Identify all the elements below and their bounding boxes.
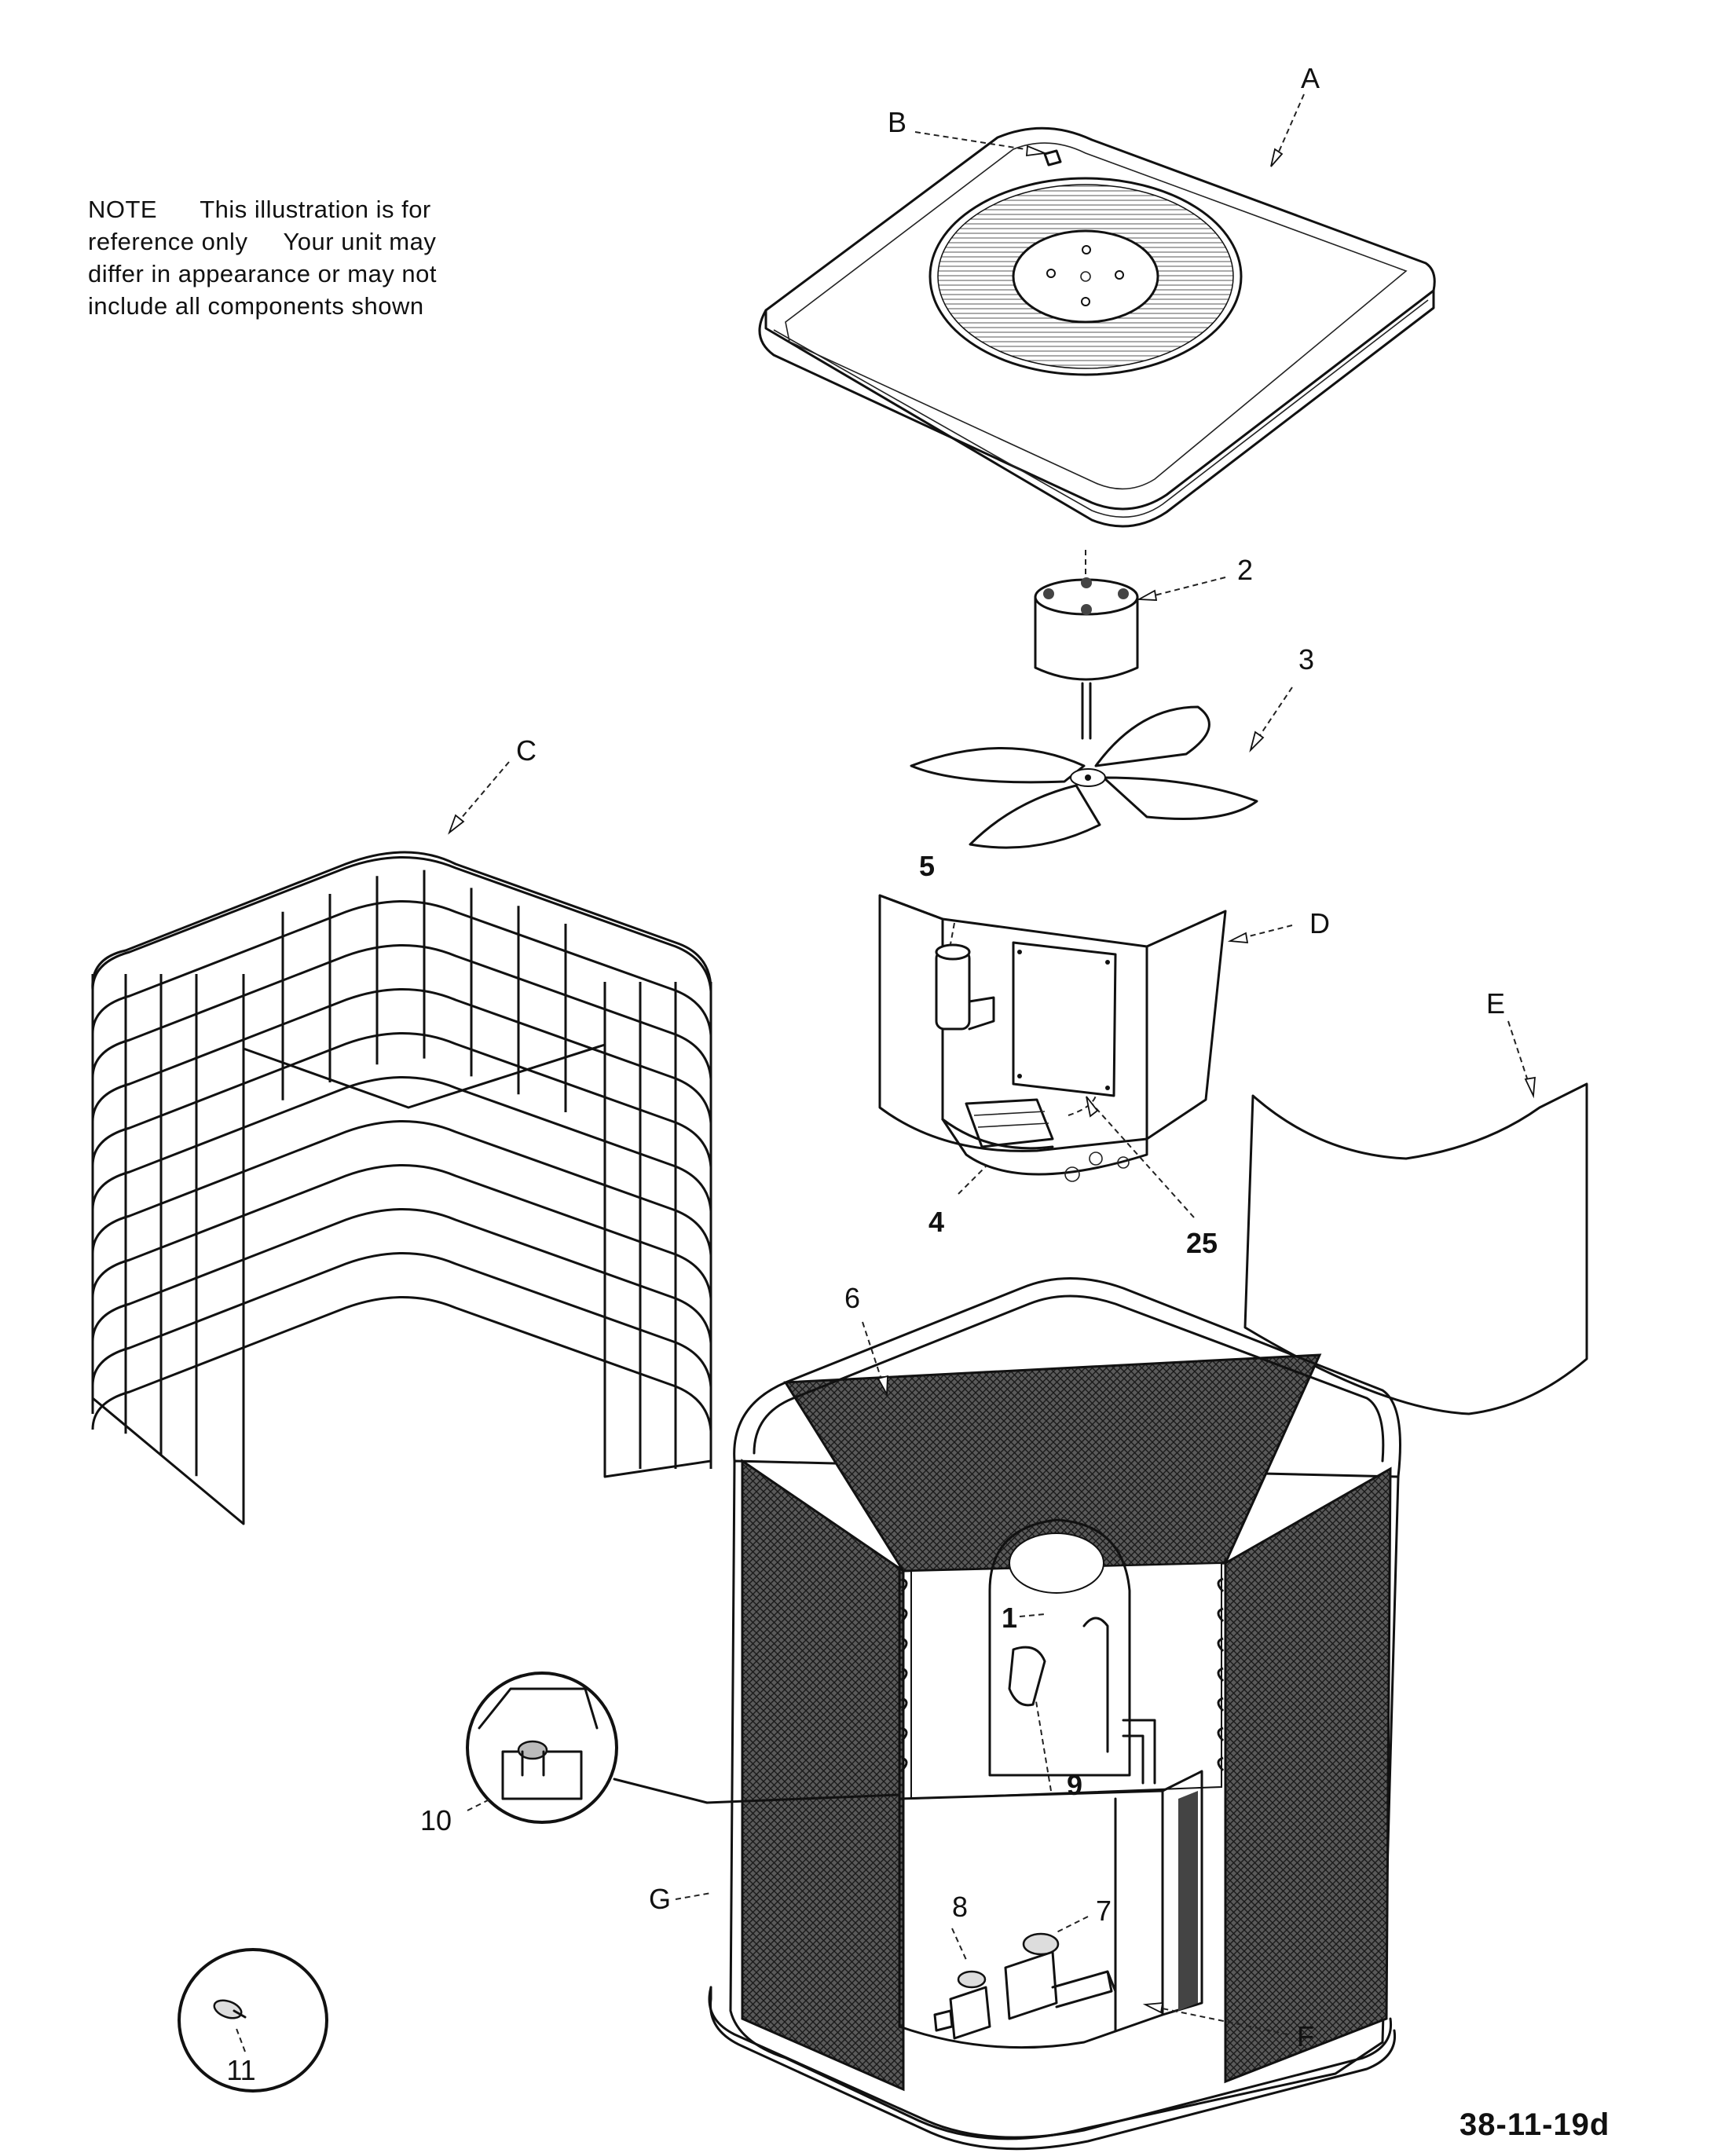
drawing-number: 38-11-19d: [1459, 2107, 1610, 2142]
detail-circle-fitting: [466, 1672, 901, 1824]
guard-wire: [91, 1032, 712, 1168]
wire-guard: [91, 851, 712, 1525]
note-line: NOTE This illustration is for: [88, 196, 431, 223]
callout-1: 1: [1002, 1602, 1017, 1634]
fan-motor: [1034, 577, 1139, 740]
coil-return-bend: [900, 1607, 908, 1623]
callout-C: C: [516, 734, 537, 767]
callout-leaders: [235, 93, 1536, 2052]
top-panel: [758, 126, 1436, 528]
screw: [1043, 149, 1062, 167]
coil-return-bend: [900, 1667, 908, 1682]
callout-8: 8: [952, 1891, 968, 1923]
guard-wire: [91, 1120, 712, 1256]
coil-return-bend: [900, 1577, 908, 1593]
callout-E: E: [1486, 987, 1505, 1020]
callout-9: 9: [1067, 1769, 1082, 1801]
guard-wire: [91, 944, 712, 1080]
coil-return-bend: [1217, 1756, 1225, 1772]
callout-3: 3: [1298, 643, 1314, 676]
callout-6: 6: [844, 1282, 860, 1314]
callout-A: A: [1301, 62, 1320, 94]
coil-return-bend: [1217, 1607, 1225, 1623]
coil-return-bend: [900, 1756, 908, 1772]
coil-return-bend: [900, 1726, 908, 1742]
callout-D: D: [1309, 907, 1330, 939]
callout-F: F: [1297, 2020, 1314, 2052]
callout-25: 25: [1186, 1227, 1218, 1259]
callout-10: 10: [420, 1804, 452, 1836]
callout-11: 11: [226, 2054, 255, 2086]
callout-4: 4: [928, 1206, 944, 1238]
coil-return-bend: [1217, 1726, 1225, 1742]
guard-wire: [91, 1296, 712, 1432]
guard-wire: [91, 1252, 712, 1388]
coil-return-bend: [900, 1697, 908, 1712]
guard-wire: [91, 1208, 712, 1344]
condenser-coil-cabinet: [729, 1277, 1401, 2140]
guard-wire: [91, 988, 712, 1124]
compressor: [988, 1518, 1156, 1785]
coil-return-bend: [1217, 1637, 1225, 1653]
service-panel: [898, 1770, 1203, 2049]
reference-note: NOTE This illustration is for reference …: [88, 193, 528, 322]
callout-7: 7: [1096, 1895, 1112, 1927]
side-panel: [1243, 1082, 1588, 1415]
callout-G: G: [649, 1883, 671, 1915]
detail-circle-drain-plug: [178, 1948, 328, 2093]
coil-return-bend: [1217, 1697, 1225, 1712]
fan-blade: [910, 705, 1258, 849]
base-pan: [708, 1986, 1397, 2151]
coil-return-bend: [1217, 1667, 1225, 1682]
guard-wire: [91, 900, 712, 1036]
control-box: [878, 894, 1227, 1182]
guard-wire: [91, 856, 712, 992]
callout-B: B: [888, 106, 906, 138]
coil-return-bend: [900, 1637, 908, 1653]
callout-labels: A B 2 3 C 5 D E 4 25 6 1 9 10 G 8 7 F 11: [226, 62, 1505, 2086]
note-line: differ in appearance or may not: [88, 260, 438, 287]
guard-wire: [91, 1076, 712, 1212]
fan-grille: [928, 177, 1243, 376]
note-line: include all components shown: [88, 292, 424, 320]
guard-wire: [91, 1164, 712, 1300]
callout-2: 2: [1237, 554, 1253, 586]
liquid-valve: [933, 1970, 991, 2040]
note-line: reference only Your unit may: [88, 228, 437, 255]
callout-5: 5: [919, 850, 935, 882]
suction-valve: [1004, 1932, 1117, 2020]
coil-return-bend: [1217, 1577, 1225, 1593]
